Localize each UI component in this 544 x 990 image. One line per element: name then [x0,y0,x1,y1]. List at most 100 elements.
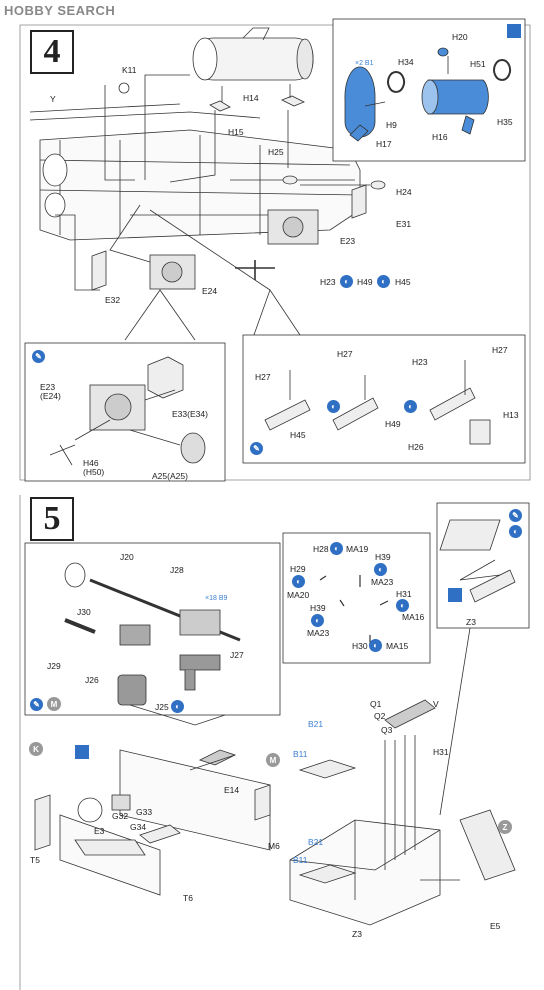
label-H34: H34 [398,57,414,67]
label-G34: G34 [130,822,147,832]
label-K11: K11 [122,65,137,75]
label-J28: J28 [170,565,184,575]
label-E31: E31 [396,219,412,229]
cement-icon: ◐ [171,700,184,713]
label-H23: H23 [412,357,428,367]
label-H17: H17 [376,139,392,149]
label-V: V [433,699,439,709]
label-H27: H27 [255,372,271,382]
label-H35: H35 [497,117,513,127]
label-E14: E14 [224,785,240,795]
label-Q2: Q2 [374,711,386,721]
label-H51: H51 [470,59,486,69]
cement-icon: ◐ [377,275,390,288]
label-H45: H45 [290,430,306,440]
label-B21: B21 [308,719,324,729]
paint-brush-icon: ✎ [250,442,263,455]
label-H46: H46 (H50) [83,458,105,477]
label-H15: H15 [228,127,244,137]
label-H31: H31 [433,747,449,757]
cement-icon: ◐ [292,575,305,588]
label-MA20: MA20 [287,590,310,600]
label-B21: B21 [308,837,324,847]
label-G32: G32 [112,811,129,821]
label-Z3: Z3 [352,929,362,939]
thin-cement-icon [75,745,89,759]
label-H16: H16 [432,132,448,142]
paint-brush-icon: ✎ [30,698,43,711]
label-H39: H39 [310,603,326,613]
label-Y: Y [50,94,56,104]
cement-icon: ◐ [404,400,417,413]
paint-brush-icon [507,24,521,38]
label-E23-E24: E23 (E24) [40,382,61,401]
cement-icon: ◐ [396,599,409,612]
label-H39: H39 [375,552,391,562]
marker-K: K [29,742,43,756]
label-E5: E5 [490,921,501,931]
watermark-logo: HOBBY SEARCH [4,3,116,18]
label-H13: H13 [503,410,519,420]
label-E33: E33(E34) [172,409,208,419]
cement-icon: ◐ [327,400,340,413]
cement-icon: ◐ [311,614,324,627]
paint-brush-icon: ✎ [509,509,522,522]
marker-M: M [47,697,61,711]
label-MA15: MA15 [386,641,409,651]
label-H49: H49 [357,277,373,287]
label-M6: M6 [268,841,280,851]
label-MA23: MA23 [307,628,330,638]
label-J26: J26 [85,675,99,685]
label-G33: G33 [136,807,153,817]
label-J30: J30 [77,607,91,617]
label-T6: T6 [183,893,193,903]
label-A25: A25(A25) [152,471,188,481]
label-E32: E32 [105,295,121,305]
step-4-number: 4 [30,30,74,74]
label-H30: H30 [352,641,368,651]
step-5-number: 5 [30,497,74,541]
label-H31: H31 [396,589,412,599]
label-J27: J27 [230,650,244,660]
label-H24: H24 [396,187,412,197]
label-H26: H26 [408,442,424,452]
label-Z3: Z3 [466,617,476,627]
label-H9: H9 [386,120,397,130]
label-E23: E23 [340,236,356,246]
label-MA16: MA16 [402,612,425,622]
label-E24: E24 [202,286,218,296]
label-H25: H25 [268,147,284,157]
label-H28: H28 [313,544,329,554]
label-H49: H49 [385,419,401,429]
label-H27: H27 [492,345,508,355]
cement-icon: ◐ [369,639,382,652]
label-Q3: Q3 [381,725,393,735]
cement-icon: ◐ [330,542,343,555]
label-MA23: MA23 [371,577,394,587]
label-B11: B11 [293,855,308,865]
cement-icon: ◐ [509,525,522,538]
label-H29: H29 [290,564,306,574]
thin-cement-icon [448,588,462,602]
label-J25: J25 [155,702,169,712]
label-H14: H14 [243,93,259,103]
label-H27: H27 [337,349,353,359]
paint-brush-icon: ✎ [32,350,45,363]
label-J20: J20 [120,552,134,562]
label-quantity-ref: ×18 B9 [205,595,228,602]
label-quantity-ref: ×2 B1 [355,60,374,67]
label-MA19: MA19 [346,544,369,554]
label-J29: J29 [47,661,61,671]
label-H23: H23 [320,277,336,287]
label-E3: E3 [94,826,105,836]
label-H20: H20 [452,32,468,42]
label-B11: B11 [293,749,308,759]
cement-icon: ◐ [340,275,353,288]
marker-Z: Z [498,820,512,834]
label-H45: H45 [395,277,411,287]
cement-icon: ◐ [374,563,387,576]
marker-M: M [266,753,280,767]
label-Q1: Q1 [370,699,382,709]
